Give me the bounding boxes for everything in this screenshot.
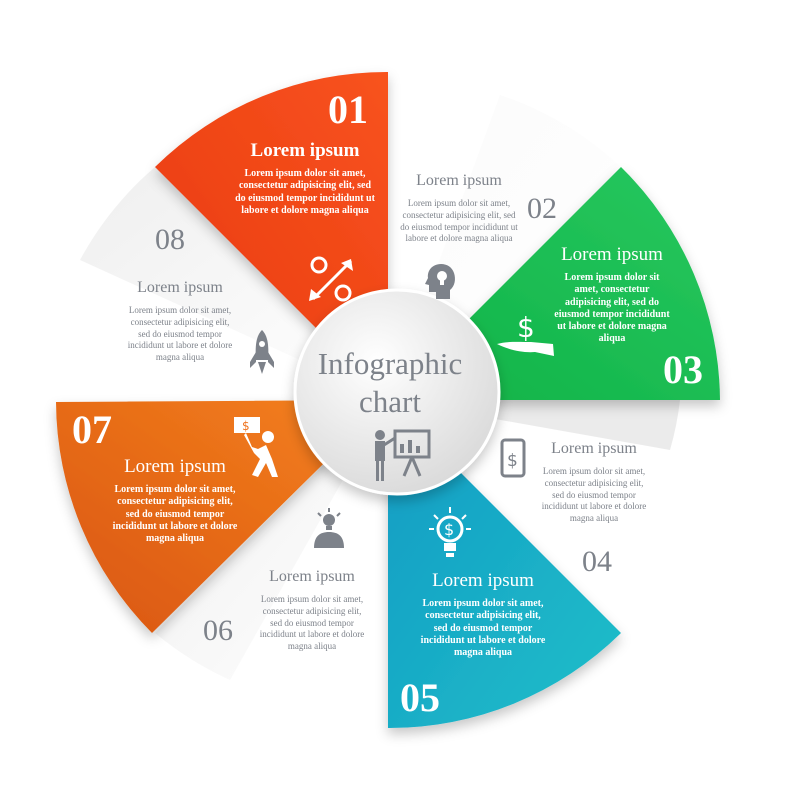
- section-03-title: Lorem ipsum: [561, 244, 663, 265]
- svg-text:$: $: [242, 419, 250, 433]
- center-title: Infographic chart: [300, 345, 480, 421]
- head-lightbulb-icon: [425, 264, 455, 299]
- section-07-title: Lorem ipsum: [124, 456, 226, 477]
- center-title-line2: chart: [359, 384, 421, 419]
- dollar-hand-icon: $: [497, 311, 554, 356]
- rocket-icon: [250, 330, 274, 374]
- section-06-title: Lorem ipsum: [269, 568, 355, 585]
- section-02-number: 02: [527, 192, 557, 225]
- section-02-body: Lorem ipsum dolor sit amet, consectetur …: [400, 198, 518, 244]
- section-05-title: Lorem ipsum: [432, 570, 534, 591]
- section-06-number: 06: [203, 614, 233, 647]
- presentation-icon: [375, 429, 431, 481]
- section-05-number: 05: [400, 675, 440, 720]
- section-04: Lorem ipsum Lorem ipsum dolor sit amet, …: [540, 438, 648, 525]
- section-03-body: Lorem ipsum dolor sit amet, consectetur …: [554, 272, 670, 345]
- section-02: Lorem ipsum Lorem ipsum dolor sit amet, …: [400, 170, 518, 245]
- percent-arrows-icon: [309, 256, 353, 302]
- svg-text:$: $: [517, 311, 535, 344]
- section-08-body: Lorem ipsum dolor sit amet, consectetur …: [127, 305, 233, 363]
- section-07-number: 07: [72, 407, 112, 452]
- section-04-number: 04: [582, 545, 612, 578]
- person-holding-money-icon: $: [234, 417, 278, 477]
- section-01-number: 01: [328, 87, 368, 132]
- section-08-number: 08: [155, 223, 185, 256]
- person-idea-icon: [314, 508, 344, 548]
- section-08-title: Lorem ipsum: [137, 279, 223, 296]
- section-07-body: Lorem ipsum dolor sit amet, consectetur …: [112, 484, 238, 545]
- section-05: Lorem ipsum Lorem ipsum dolor sit amet, …: [420, 570, 546, 659]
- section-08: Lorem ipsum Lorem ipsum dolor sit amet, …: [125, 277, 235, 364]
- section-03: Lorem ipsum Lorem ipsum dolor sit amet, …: [552, 244, 672, 346]
- lightbulb-dollar-icon: $: [429, 507, 471, 557]
- section-05-body: Lorem ipsum dolor sit amet, consectetur …: [420, 598, 546, 659]
- section-06: Lorem ipsum Lorem ipsum dolor sit amet, …: [258, 566, 366, 653]
- section-01-title: Lorem ipsum: [250, 140, 360, 161]
- center-title-line1: Infographic: [317, 346, 463, 381]
- section-04-title: Lorem ipsum: [551, 440, 637, 457]
- section-02-title: Lorem ipsum: [416, 172, 502, 189]
- section-01: Lorem ipsum Lorem ipsum dolor sit amet, …: [235, 140, 375, 217]
- sector-07[interactable]: [56, 400, 388, 633]
- section-07: Lorem ipsum Lorem ipsum dolor sit amet, …: [112, 456, 238, 545]
- svg-text:$: $: [507, 451, 518, 471]
- section-01-body: Lorem ipsum dolor sit amet, consectetur …: [235, 168, 375, 216]
- section-03-number: 03: [663, 347, 703, 392]
- svg-text:$: $: [444, 520, 454, 539]
- section-04-body: Lorem ipsum dolor sit amet, consectetur …: [541, 466, 647, 524]
- section-06-body: Lorem ipsum dolor sit amet, consectetur …: [259, 594, 365, 652]
- center-circle: [293, 288, 501, 496]
- mobile-dollar-icon: $: [500, 438, 526, 478]
